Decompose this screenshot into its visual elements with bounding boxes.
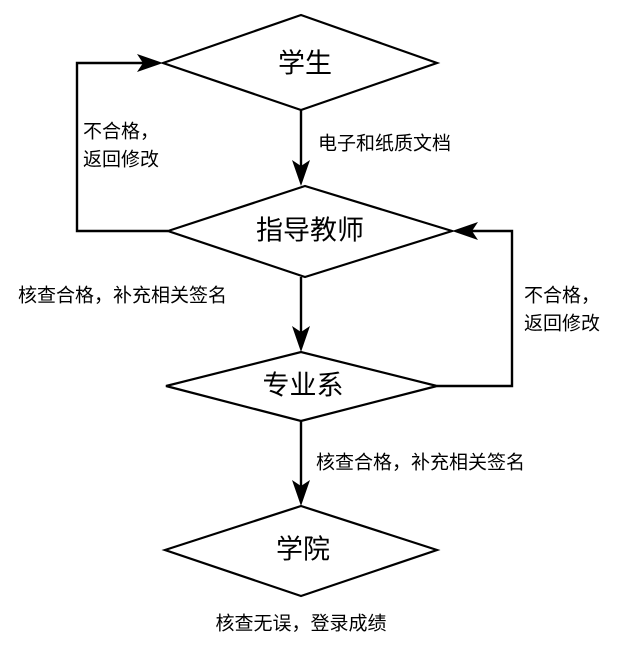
node-student-diamond[interactable] — [159, 13, 441, 112]
node-advisor[interactable]: 指导教师 — [164, 184, 456, 279]
node-department[interactable]: 专业系 — [165, 350, 438, 423]
edge-advisor-to-department-arrowhead — [292, 326, 310, 352]
edge-advisor-back-to-student: 不合格， 返回修改 — [75, 54, 168, 233]
node-student-label: 学生 — [278, 49, 332, 80]
edge-advisor-back-to-student-line — [75, 61, 168, 233]
edge-label-fail-return-left-line2: 返回修改 — [83, 149, 159, 171]
edge-label-fail-return-left-line1: 不合格， — [83, 121, 159, 143]
edge-department-back-to-advisor: 不合格， 返回修改 — [437, 222, 600, 388]
edge-student-to-advisor-arrowhead — [292, 160, 310, 186]
edge-advisor-to-department: 核查合格，补充相关签名 — [18, 277, 310, 352]
edge-label-pass-add-signature-upper: 核查合格，补充相关签名 — [18, 285, 227, 307]
node-college[interactable]: 学院 — [161, 504, 441, 598]
node-college-label: 学院 — [276, 535, 330, 566]
edge-department-to-college: 核查合格，补充相关签名 — [292, 421, 525, 506]
edge-department-to-college-arrowhead — [292, 480, 310, 506]
node-student[interactable]: 学生 — [159, 13, 441, 112]
node-college-diamond[interactable] — [161, 504, 441, 598]
edge-department-back-to-advisor-line — [437, 229, 514, 388]
node-advisor-label: 指导教师 — [256, 216, 364, 247]
edge-student-to-advisor: 电子和纸质文档 — [292, 110, 451, 186]
edge-label-fail-return-right-line1: 不合格， — [524, 285, 600, 307]
edge-label-electronic-and-paper-documents: 电子和纸质文档 — [318, 133, 451, 155]
edge-department-back-to-advisor-arrowhead — [452, 222, 478, 240]
edge-label-pass-add-signature-lower: 核查合格，补充相关签名 — [316, 452, 525, 474]
edge-college-outcome: 核查无误，登录成绩 — [215, 613, 386, 635]
node-department-label: 专业系 — [263, 371, 344, 402]
edge-label-verified-record-grades: 核查无误，登录成绩 — [215, 613, 386, 635]
edge-label-fail-return-right-line2: 返回修改 — [524, 313, 600, 335]
edge-advisor-back-to-student-arrowhead — [137, 54, 163, 72]
